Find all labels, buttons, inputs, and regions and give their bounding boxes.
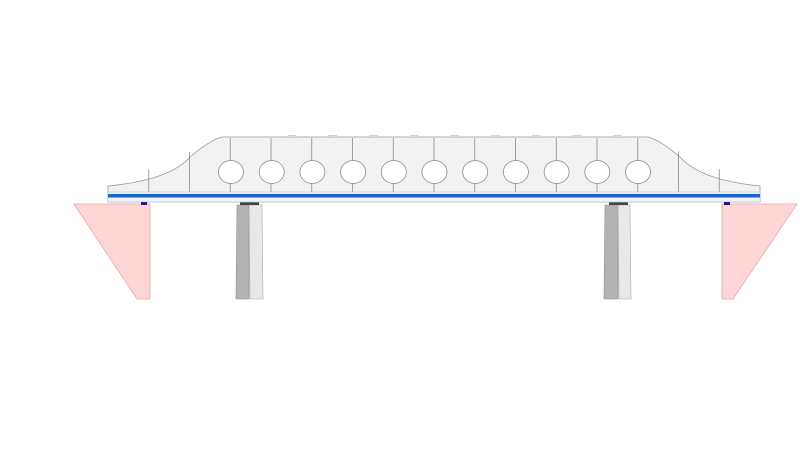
abutments — [73, 203, 798, 300]
deck-top-notch — [328, 135, 337, 138]
deck-opening — [380, 160, 407, 184]
prestress-tendon — [108, 194, 760, 198]
deck-top-notch — [491, 135, 500, 138]
deck-opening — [584, 160, 611, 184]
deck-opening — [503, 160, 529, 184]
pier-left-dark-face — [235, 204, 250, 300]
abutment-bearings — [141, 202, 730, 205]
deck-opening — [543, 160, 570, 184]
deck-top-notch — [572, 135, 582, 138]
pier-right — [603, 202, 632, 300]
abutment-right-bearing — [724, 202, 730, 205]
pier-left-light-face — [248, 204, 264, 300]
deck-opening — [421, 160, 448, 184]
deck-openings — [218, 160, 651, 184]
deck-opening — [218, 160, 244, 184]
deck-opening — [299, 160, 326, 184]
abutment-left-bearing — [141, 202, 147, 205]
deck-top-notch — [369, 135, 378, 138]
abutment-right — [721, 203, 798, 300]
pier-right-light-face — [617, 204, 632, 300]
pier-left — [235, 202, 264, 300]
pier-left-bearing — [240, 202, 259, 205]
deck-opening — [258, 160, 285, 184]
pier-right-dark-face — [603, 204, 619, 300]
deck-opening — [462, 160, 489, 184]
deck-top-notch — [287, 135, 297, 138]
piers — [235, 202, 632, 300]
pier-right-bearing — [609, 202, 628, 205]
deck — [107, 135, 761, 203]
deck-top-notch — [409, 135, 419, 138]
deck-top-notches — [287, 135, 622, 138]
deck-top-notch — [450, 135, 460, 138]
deck-top-notch — [613, 135, 622, 138]
deck-opening — [340, 160, 367, 184]
deck-top-notch — [531, 135, 541, 138]
deck-opening — [625, 160, 651, 184]
abutment-left — [73, 203, 151, 300]
